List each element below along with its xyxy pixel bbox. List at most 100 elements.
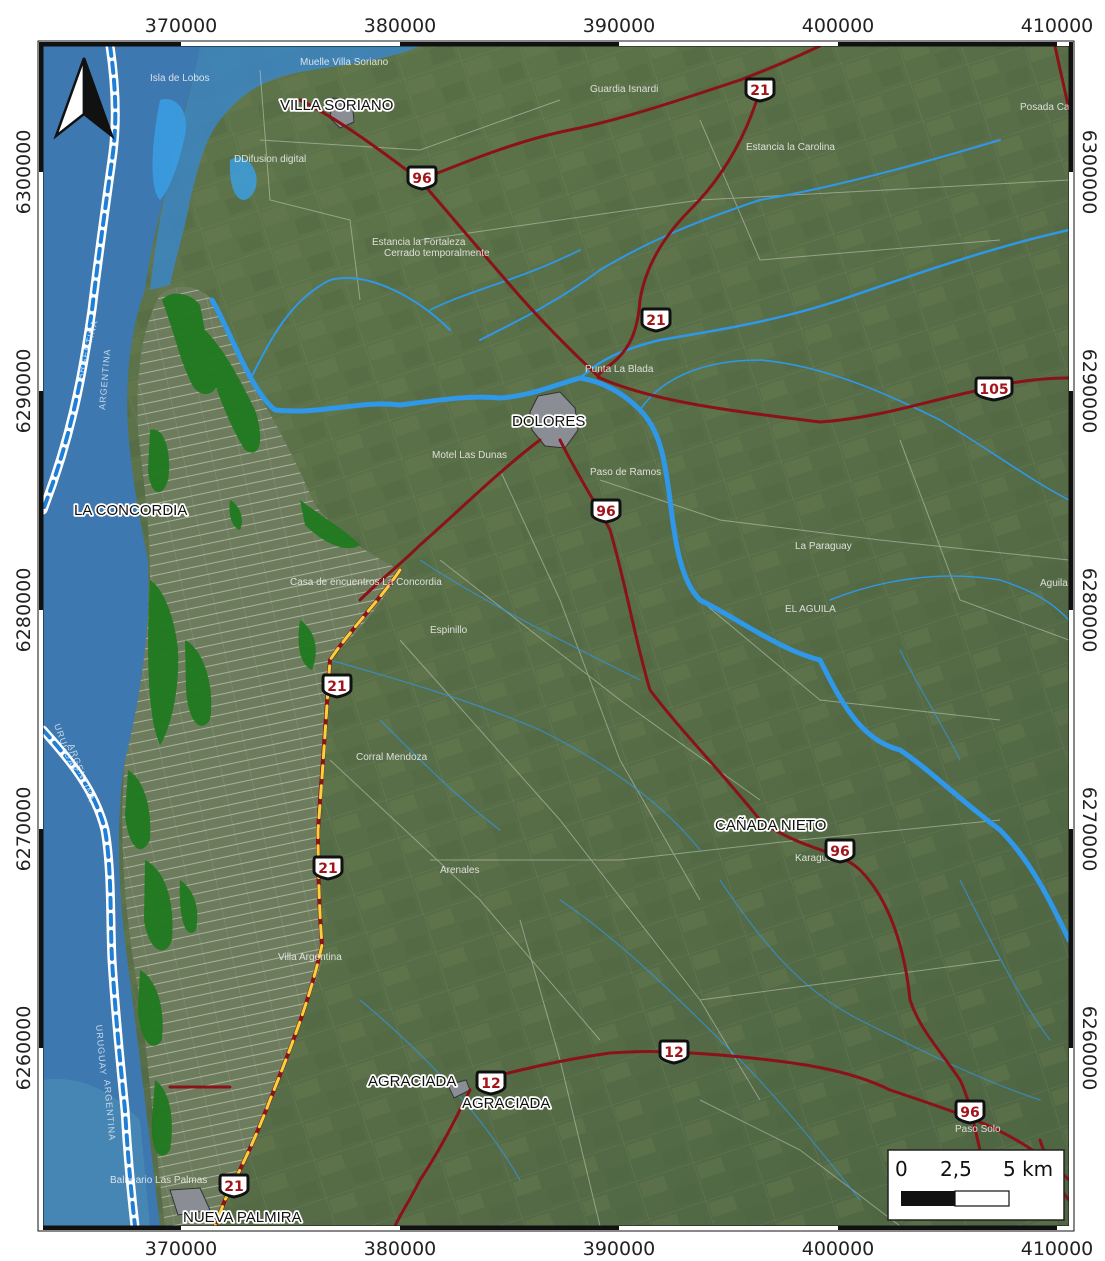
scale-bar: 0 2,5 5 km: [887, 1149, 1065, 1221]
route-shield-icon: [475, 1070, 507, 1096]
place-label-villa-soriano: VILLA SORIANO: [280, 97, 393, 114]
route-shield-r21-west-b: 21: [312, 855, 344, 881]
route-shield-icon: [954, 1099, 986, 1125]
poi-label: Punta La Blada: [585, 364, 654, 375]
route-21-west: [213, 568, 402, 1226]
poi-label: EL AGUILA: [785, 604, 836, 615]
route-12-agraciada-south: [393, 1088, 472, 1226]
route-shield-number: 21: [318, 861, 337, 877]
route-96-north: [298, 98, 602, 380]
route-shield-r12-east: 12: [658, 1039, 690, 1065]
poi-label: Espinillo: [430, 625, 468, 636]
route-21-north-branch: [418, 46, 822, 182]
route-shield-number: 96: [960, 1105, 979, 1121]
y-tick-label: 6260000: [1078, 1006, 1100, 1091]
place-label-nueva-palmira: NUEVA PALMIRA: [183, 1209, 302, 1226]
y-tick-label: 6290000: [13, 349, 35, 434]
y-tick-label: 6260000: [13, 1006, 35, 1091]
poi-labels: Isla de Lobos Muelle Villa Soriano Guard…: [110, 57, 1105, 1186]
route-12: [168, 1050, 1069, 1182]
x-tick-label: 410000: [1021, 15, 1094, 37]
poi-label: Isla de Lobos: [150, 73, 210, 84]
route-shield-icon: [312, 855, 344, 881]
y-tick-label: 6280000: [1078, 568, 1100, 653]
route-shield-r96-dolores: 96: [590, 498, 622, 524]
north-arrow-icon: [53, 57, 115, 140]
route-shield-number: 96: [830, 844, 849, 860]
route-shield-r21-top: 21: [744, 77, 776, 103]
scale-label: 0: [895, 1157, 908, 1181]
route-shield-icon: [321, 673, 353, 699]
route-shield-number: 21: [750, 83, 769, 99]
route-shield-r21-west-a: 21: [321, 673, 353, 699]
y-axis-right: 6300000 6290000 6280000 6270000 6260000: [1078, 130, 1100, 1091]
route-far-east: [1053, 46, 1069, 112]
y-tick-label: 6270000: [1078, 787, 1100, 872]
route-96-dolores-south: [558, 438, 982, 1152]
x-tick-label: 380000: [364, 1238, 437, 1260]
place-label-dolores: DOLORES: [512, 413, 585, 430]
y-tick-label: 6290000: [1078, 349, 1100, 434]
route-shield-number: 21: [646, 313, 665, 329]
poi-label: Estancia la Fortaleza: [372, 237, 466, 248]
river-islands: [152, 99, 257, 200]
poi-label: Paso Solo: [955, 1124, 1001, 1135]
route-shield-icon: [640, 307, 672, 333]
map-frame: [37, 40, 1075, 1232]
x-tick-label: 390000: [583, 1238, 656, 1260]
y-tick-label: 6300000: [13, 130, 35, 215]
poi-label: Posada Campo Santo: [1020, 102, 1105, 113]
poi-label: Guardia Isnardi: [590, 84, 658, 95]
route-shield-icon: [744, 77, 776, 103]
route-shields: 21 96 21 105 96 21 21 96 12 12 96 21: [218, 77, 1014, 1199]
forest-patches: [125, 293, 360, 1156]
x-tick-label: 380000: [364, 15, 437, 37]
route-shield-icon: [824, 838, 856, 864]
place-label-la-concordia: LA CONCORDIA: [74, 502, 187, 519]
poi-label: Casa de encuentros La Concordia: [290, 577, 442, 588]
poi-label: La Paraguay: [795, 541, 852, 552]
x-axis-bottom: 370000 380000 390000 400000 410000: [145, 1238, 1094, 1260]
route-shield-number: 96: [412, 171, 431, 187]
route-shield-number: 96: [596, 504, 615, 520]
poi-label: Estancia la Carolina: [746, 142, 835, 153]
poi-label: Karagua: [795, 853, 833, 864]
y-tick-label: 6280000: [13, 568, 35, 653]
scale-label: 5 km: [1003, 1157, 1053, 1181]
poi-label: Paso de Ramos: [590, 467, 661, 478]
concordia-field-lines: [122, 286, 400, 1226]
x-tick-label: 390000: [583, 15, 656, 37]
border-label: URUGUAY: [94, 1024, 108, 1076]
route-shield-number: 105: [979, 382, 1008, 398]
route-shield-number: 21: [224, 1179, 243, 1195]
poi-label: Balneario Las Palmas: [110, 1175, 207, 1186]
poi-label: Corral Mendoza: [356, 752, 428, 763]
route-shield-icon: [406, 165, 438, 191]
x-tick-label: 400000: [802, 15, 875, 37]
route-shield-number: 21: [327, 679, 346, 695]
route-shield-r105: 105: [974, 376, 1014, 402]
route-shield-r96-south: 96: [954, 1099, 986, 1125]
nueva-palmira-area: [169, 1187, 211, 1216]
route-dolores-west: [358, 438, 542, 602]
place-label-canada-nieto: CAÑADA NIETO: [715, 817, 826, 834]
poi-label: Cerrado temporalmente: [384, 248, 490, 259]
route-shield-icon: [218, 1173, 250, 1199]
route-shield-number: 12: [481, 1076, 500, 1092]
route-shield-r96-north: 96: [406, 165, 438, 191]
minor-roads: [259, 69, 1069, 1226]
place-label-agraciada: AGRACIADA: [462, 1095, 550, 1112]
x-tick-label: 370000: [145, 15, 218, 37]
route-shield-r12-agraciada: 12: [475, 1070, 507, 1096]
x-tick-label: 410000: [1021, 1238, 1094, 1260]
y-axis-left: 6300000 6290000 6280000 6270000 6260000: [13, 130, 35, 1091]
scale-label: 2,5: [940, 1157, 972, 1181]
poi-label: Arenales: [440, 865, 479, 876]
route-shield-r21-mid: 21: [640, 307, 672, 333]
poi-label: Muelle Villa Soriano: [300, 57, 389, 68]
place-label-agraciada: AGRACIADA: [368, 1073, 456, 1090]
route-shield-icon: [658, 1039, 690, 1065]
y-tick-label: 6300000: [1078, 130, 1100, 215]
poi-label: Motel Las Dunas: [432, 450, 507, 461]
